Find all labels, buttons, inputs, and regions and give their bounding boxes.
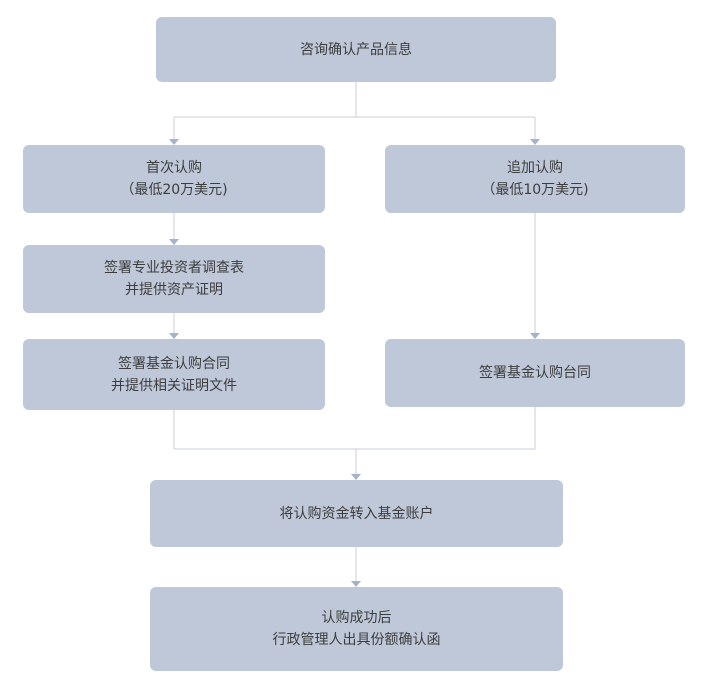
node-text: 签署专业投资者调查表 bbox=[104, 260, 244, 276]
node-text: 并提供资产证明 bbox=[125, 282, 223, 298]
node-text: 将认购资金转入基金账户 bbox=[279, 505, 434, 522]
node-text: （最低10万美元) bbox=[481, 182, 589, 198]
flow-node-contract-first: 签署基金认购合同 并提供相关证明文件 bbox=[23, 339, 325, 410]
flow-node-survey: 签署专业投资者调查表 并提供资产证明 bbox=[23, 245, 325, 313]
node-text: 认购成功后 bbox=[321, 610, 392, 626]
node-text: 追加认购 bbox=[507, 160, 563, 176]
node-text: 签署基金认购台同 bbox=[479, 365, 591, 381]
flow-node-additional-purchase: 追加认购 （最低10万美元) bbox=[385, 145, 685, 213]
node-text: 首次认购 bbox=[146, 160, 202, 176]
node-text: 行政管理人出具份额确认函 bbox=[272, 632, 441, 648]
flow-node-transfer: 将认购资金转入基金账户 bbox=[150, 480, 563, 547]
flow-node-confirmation: 认购成功后 行政管理人出具份额确认函 bbox=[150, 587, 563, 671]
node-text: 签署基金认购合同 bbox=[118, 355, 230, 372]
node-text: 并提供相关证明文件 bbox=[111, 377, 237, 394]
flow-node-first-purchase: 首次认购 （最低20万美元) bbox=[23, 145, 325, 213]
arrow-into-first-purchase-icon bbox=[169, 139, 179, 145]
node-text: （最低20万美元) bbox=[120, 182, 228, 198]
arrow-into-contract-first-icon bbox=[169, 333, 179, 339]
flow-node-consult: 咨询确认产品信息 bbox=[156, 17, 556, 82]
arrow-into-survey-icon bbox=[169, 239, 179, 245]
arrow-into-contract-additional-icon bbox=[530, 333, 540, 339]
flow-node-contract-additional: 签署基金认购台同 bbox=[385, 339, 685, 407]
node-text: 咨询确认产品信息 bbox=[300, 41, 412, 58]
arrow-into-confirmation-icon bbox=[351, 581, 361, 587]
arrow-into-additional-purchase-icon bbox=[530, 139, 540, 145]
arrow-into-transfer-icon bbox=[351, 474, 361, 480]
